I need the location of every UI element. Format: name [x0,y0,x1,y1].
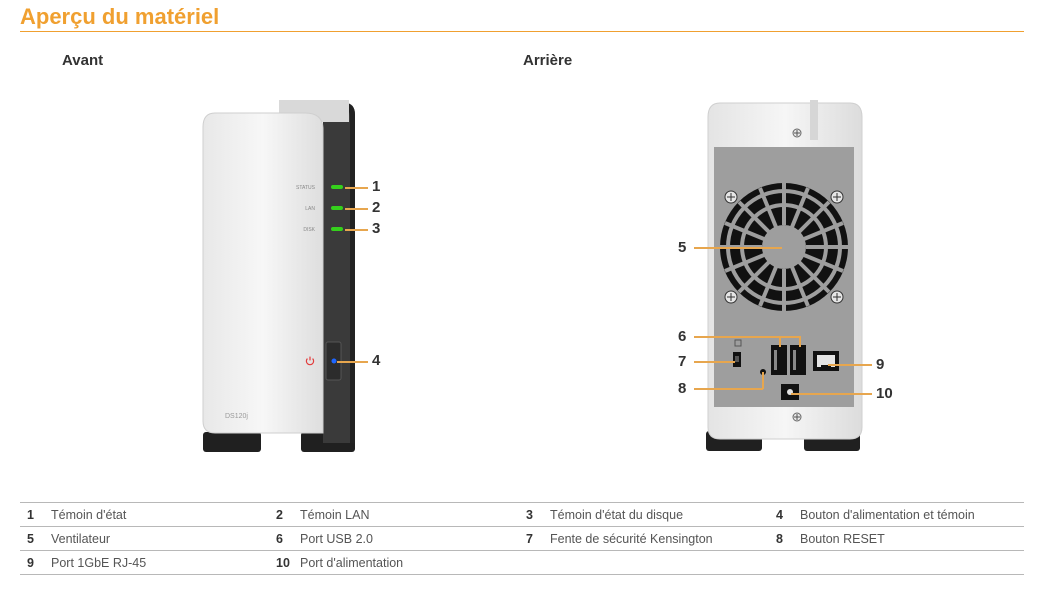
power-icon [305,356,315,366]
callout-4-leader [337,361,368,363]
legend-num: 4 [769,502,800,527]
led-label-lan: LAN [305,206,315,212]
callout-6-leader [694,336,800,338]
callout-7-leader [694,361,735,363]
callout-3: 3 [372,220,381,237]
disk-led [331,227,343,231]
fan-grille [720,183,848,311]
title-divider [20,31,1024,32]
legend-text: Témoin LAN [300,502,519,527]
legend-num: 3 [519,502,550,527]
front-foot-left [203,432,261,452]
back-section-label: Arrière [523,52,573,69]
lan-led [331,206,343,210]
callout-8-leader [694,388,763,390]
usb-port-2 [790,345,806,375]
legend-num: 10 [269,550,300,575]
callout-8: 8 [678,380,687,397]
legend-text: Fente de sécurité Kensington [550,526,769,551]
legend-num: 2 [269,502,300,527]
callout-4: 4 [372,352,381,369]
legend-text: Ventilateur [51,526,269,551]
callout-5-leader [694,247,782,249]
legend-text: Témoin d'état [51,502,269,527]
callout-5: 5 [678,239,687,256]
legend-num: 9 [20,550,51,575]
legend-text [800,550,1024,575]
table-row: 5 Ventilateur 6 Port USB 2.0 7 Fente de … [20,526,1024,551]
callout-1-leader [345,187,368,189]
legend-text [550,550,769,575]
legend-num: 5 [20,526,51,551]
legend-text: Bouton RESET [800,526,1024,551]
legend-text: Témoin d'état du disque [550,502,769,527]
legend-text: Port d'alimentation [300,550,519,575]
callout-6: 6 [678,328,687,345]
usb-port-1 [771,345,787,375]
callout-9-leader [828,364,872,366]
callout-8-leader-v [762,372,764,389]
front-device-illustration: STATUS LAN DISK DS120j [202,100,355,452]
callout-2-leader [345,208,368,210]
led-label-status: STATUS [296,185,316,191]
legend-num: 6 [269,526,300,551]
status-led [331,185,343,189]
legend-num: 8 [769,526,800,551]
legend-num: 7 [519,526,550,551]
front-section-label: Avant [62,52,104,69]
led-label-disk: DISK [303,227,315,233]
callout-10-leader [791,393,872,395]
callout-6-leader-a [779,336,781,347]
legend-text: Bouton d'alimentation et témoin [800,502,1024,527]
legend-text: Port USB 2.0 [300,526,519,551]
callout-1: 1 [372,178,381,195]
callout-2: 2 [372,199,381,216]
legend-text: Port 1GbE RJ-45 [51,550,269,575]
model-label: DS120j [225,413,248,420]
callout-9: 9 [876,356,885,373]
table-row: 1 Témoin d'état 2 Témoin LAN 3 Témoin d'… [20,502,1024,527]
page-title: Aperçu du matériel [20,4,220,29]
callout-3-leader [345,229,368,231]
legend-table: 1 Témoin d'état 2 Témoin LAN 3 Témoin d'… [20,502,1024,575]
legend-num [519,550,550,575]
legend-num: 1 [20,502,51,527]
callout-6-leader-b [799,336,801,347]
back-device-illustration [706,100,863,451]
table-row: 9 Port 1GbE RJ-45 10 Port d'alimentation [20,550,1024,575]
callout-7: 7 [678,353,687,370]
callout-10: 10 [876,385,893,402]
front-cover [202,112,324,434]
legend-num [769,550,800,575]
